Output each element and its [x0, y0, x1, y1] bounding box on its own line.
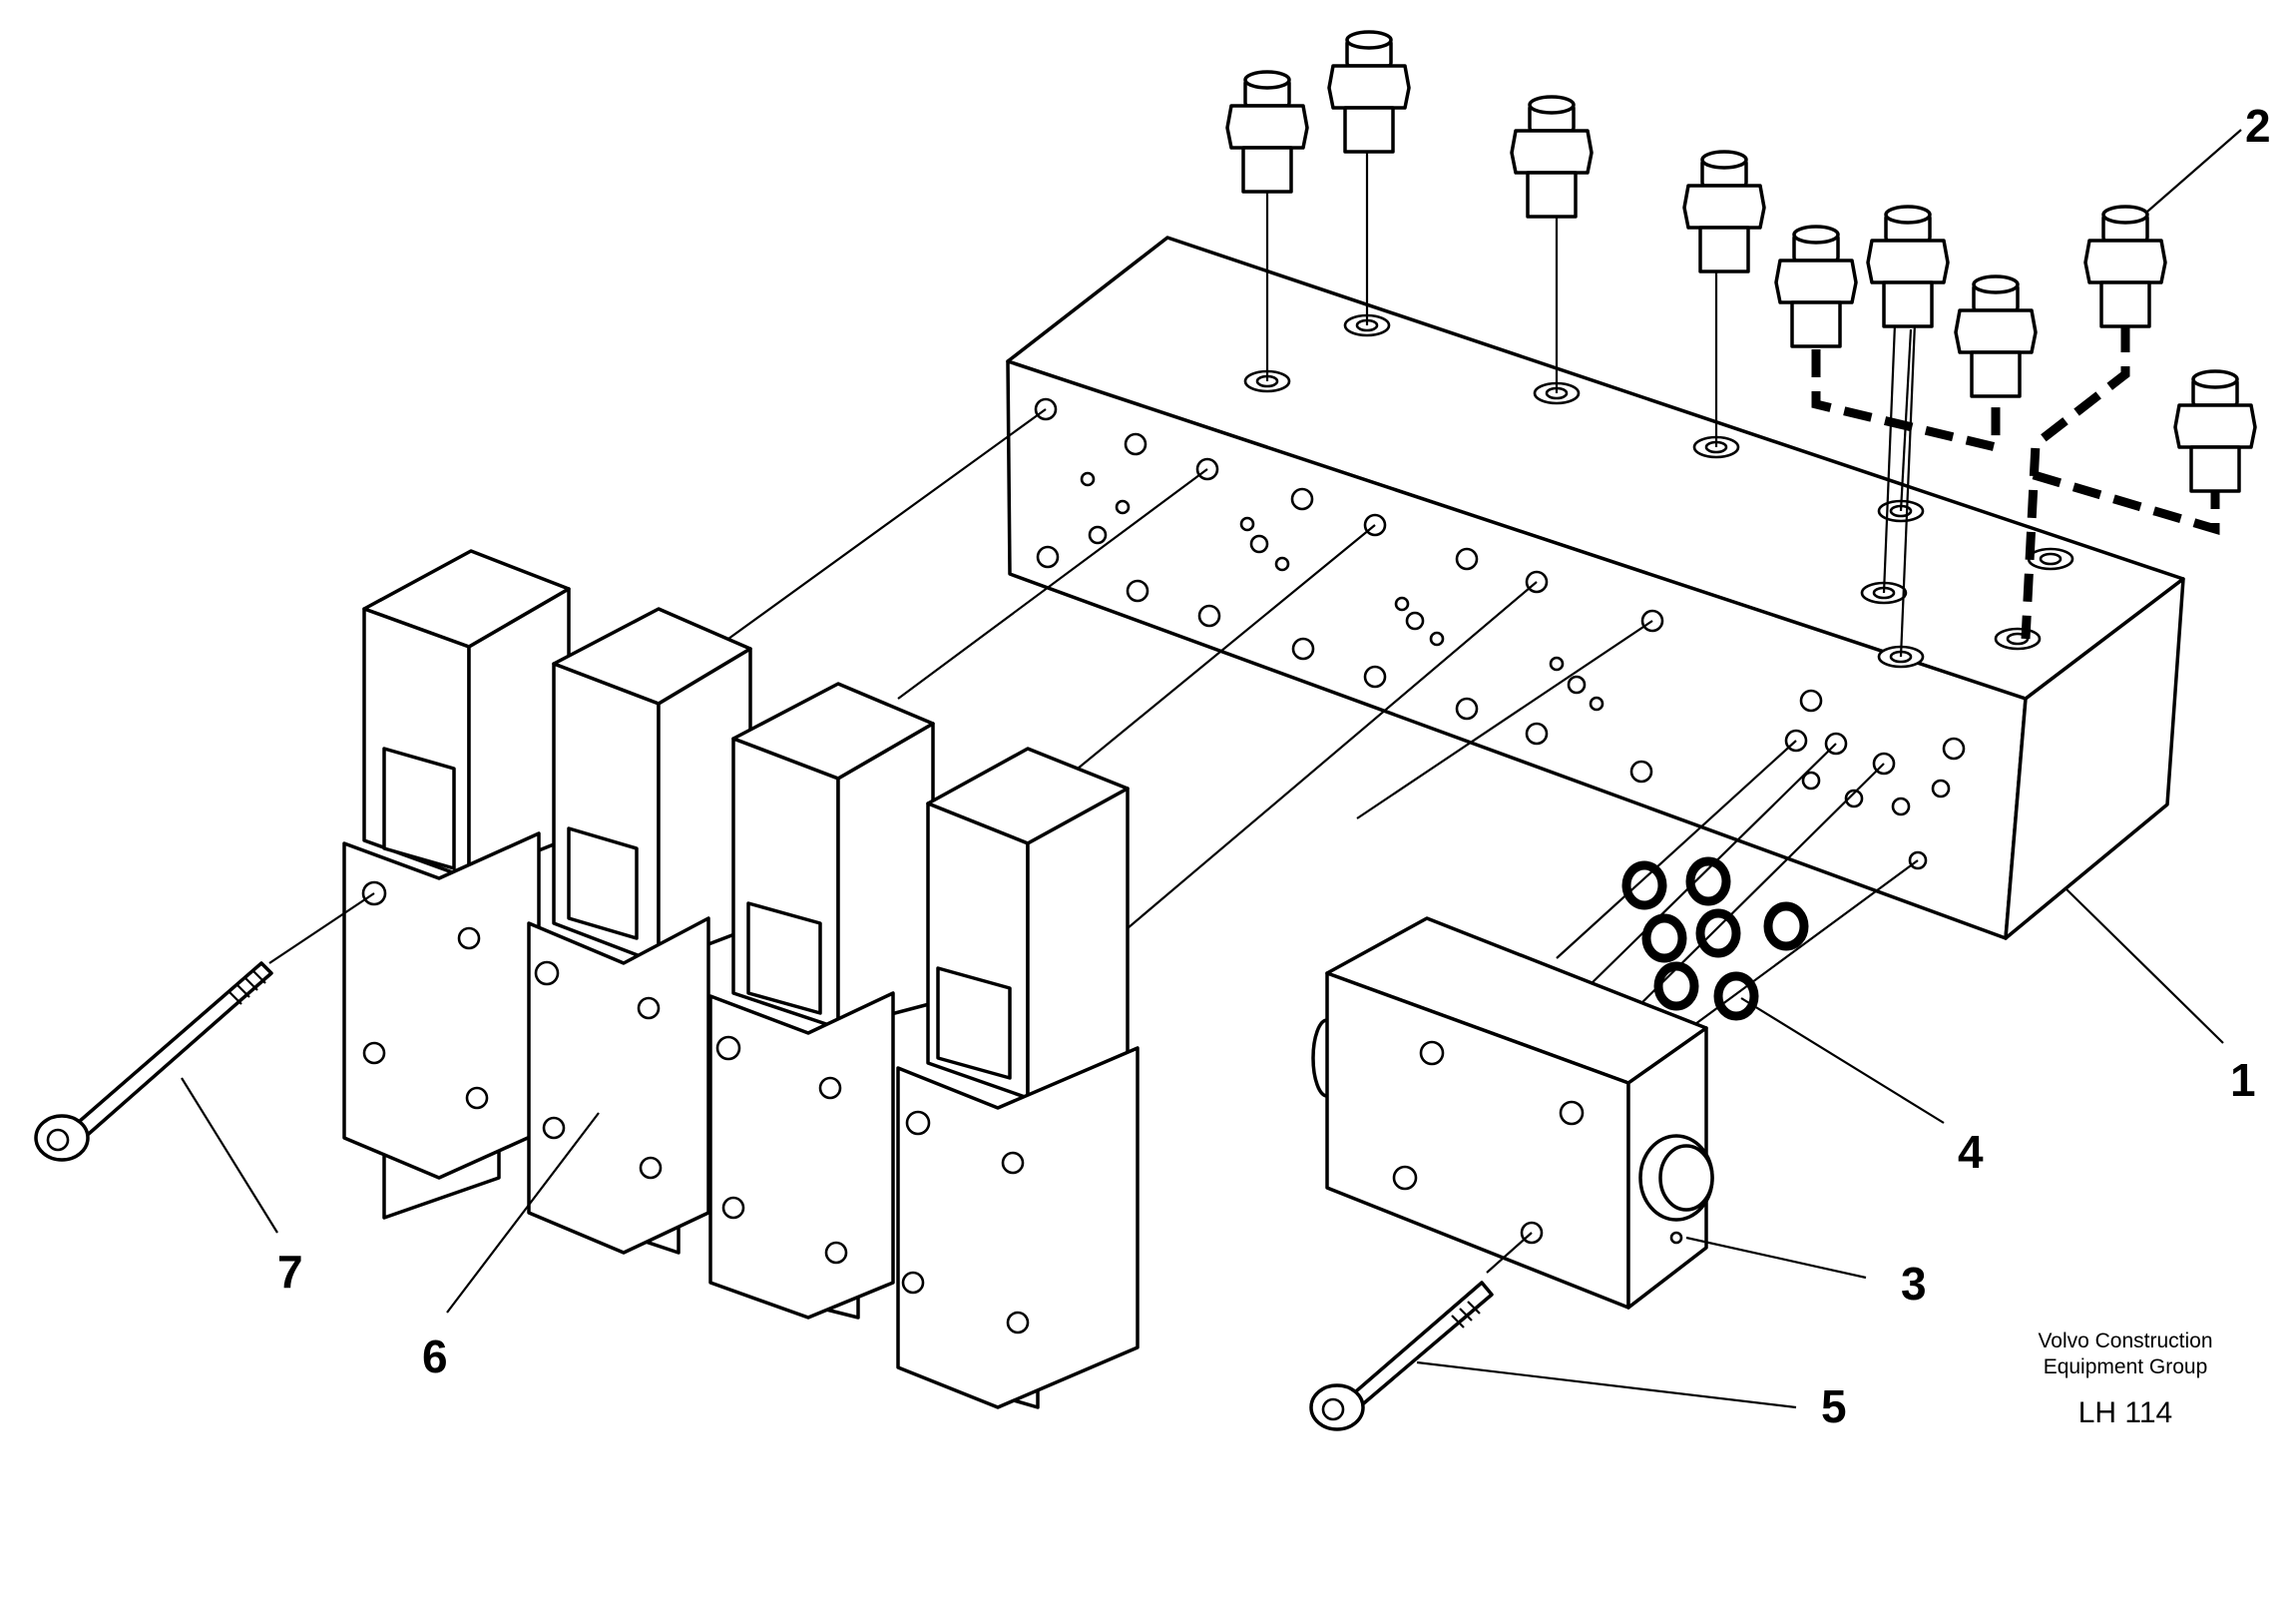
callout-3: 3: [1901, 1258, 1927, 1310]
company-line-2: Equipment Group: [2044, 1355, 2208, 1378]
end-block: [1311, 916, 1714, 1310]
figure-code: LH 114: [2078, 1396, 2173, 1429]
callout-7: 7: [277, 1246, 303, 1298]
screw-7: [34, 892, 375, 1162]
solenoid-valve-4: [896, 747, 1140, 1409]
callout-5: 5: [1821, 1380, 1847, 1432]
screw-5: [1309, 1232, 1533, 1431]
solenoid-valves: [342, 549, 1140, 1409]
solenoid-valve-2: [527, 607, 752, 1255]
connection-nipples: [1225, 30, 2257, 658]
publisher-block: Volvo Construction Equipment Group LH 11…: [2038, 1330, 2212, 1429]
solenoid-valve-1: [342, 549, 571, 1220]
callout-1: 1: [2230, 1054, 2256, 1106]
solenoid-valve-3: [708, 682, 935, 1320]
callout-labels: 1 2 3 4 5 6 7: [277, 100, 2271, 1432]
callout-4: 4: [1958, 1126, 1984, 1178]
valve-block: [1006, 236, 2185, 940]
callout-6: 6: [422, 1331, 448, 1382]
o-rings: [1621, 856, 1809, 1021]
callout-leaders: [181, 129, 2242, 1409]
callout-2: 2: [2245, 100, 2271, 152]
company-line-1: Volvo Construction: [2038, 1330, 2212, 1352]
